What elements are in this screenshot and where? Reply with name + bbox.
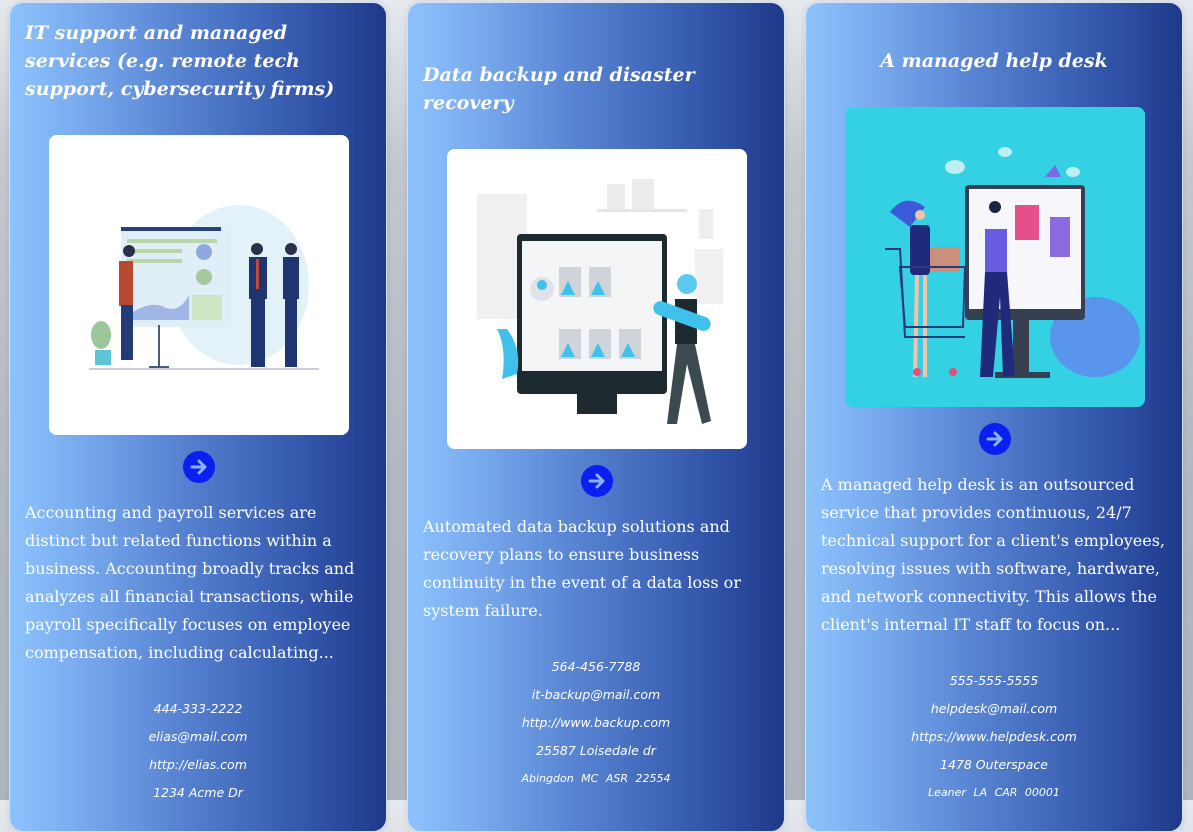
read-more-button[interactable]: [581, 465, 613, 497]
contact-city-line: Leaner LA CAR 00001: [928, 786, 1060, 799]
read-more-button[interactable]: [979, 423, 1011, 455]
contact-city-line: Abingdon MC ASR 22554: [521, 772, 671, 785]
contact-website[interactable]: http://www.backup.com: [521, 715, 671, 730]
contact-phone[interactable]: 555-555-5555: [949, 673, 1039, 688]
contact-website[interactable]: http://elias.com: [149, 757, 247, 772]
contact-email[interactable]: helpdesk@mail.com: [930, 701, 1058, 716]
contact-address: 1478 Outerspace: [940, 757, 1048, 772]
contact-website[interactable]: https://www.helpdesk.com: [911, 729, 1077, 744]
card-title: Data backup and disaster recovery: [423, 64, 695, 114]
contact-phone[interactable]: 564-456-7788: [551, 659, 641, 674]
card-description: Accounting and payroll services are dist…: [25, 503, 355, 662]
read-more-button[interactable]: [183, 451, 215, 483]
service-card-data-backup: Data backup and disaster recovery: [407, 2, 785, 832]
arrow-right-icon: [588, 473, 605, 489]
service-card-it-support: IT support and managed services (e.g. re…: [9, 2, 387, 832]
card-title: A managed help desk: [880, 50, 1108, 72]
card-description: Automated data backup solutions and reco…: [423, 517, 741, 620]
contact-email[interactable]: it-backup@mail.com: [531, 687, 661, 702]
contact-address: 1234 Acme Dr: [153, 785, 243, 800]
service-cards: IT support and managed services (e.g. re…: [9, 2, 1183, 832]
contact-info: 555-555-5555 helpdesk@mail.com https://w…: [806, 667, 1182, 807]
contact-phone[interactable]: 444-333-2222: [153, 701, 243, 716]
contact-info: 564-456-7788 it-backup@mail.com http://w…: [408, 653, 784, 793]
arrow-right-icon: [986, 431, 1003, 447]
card-image: [447, 149, 747, 449]
contact-address: 25587 Loisedale dr: [536, 743, 656, 758]
contact-info: 444-333-2222 elias@mail.com http://elias…: [10, 695, 386, 807]
presentation-illustration: [49, 135, 349, 435]
service-card-help-desk: A managed help desk: [805, 2, 1183, 832]
arrow-right-icon: [190, 459, 207, 475]
card-description: A managed help desk is an outsourced ser…: [821, 475, 1165, 634]
contact-email[interactable]: elias@mail.com: [148, 729, 248, 744]
card-image: [845, 107, 1145, 407]
card-image: [49, 135, 349, 435]
data-backup-illustration: [447, 149, 747, 449]
card-title: IT support and managed services (e.g. re…: [25, 22, 335, 100]
help-desk-illustration: [845, 107, 1145, 407]
